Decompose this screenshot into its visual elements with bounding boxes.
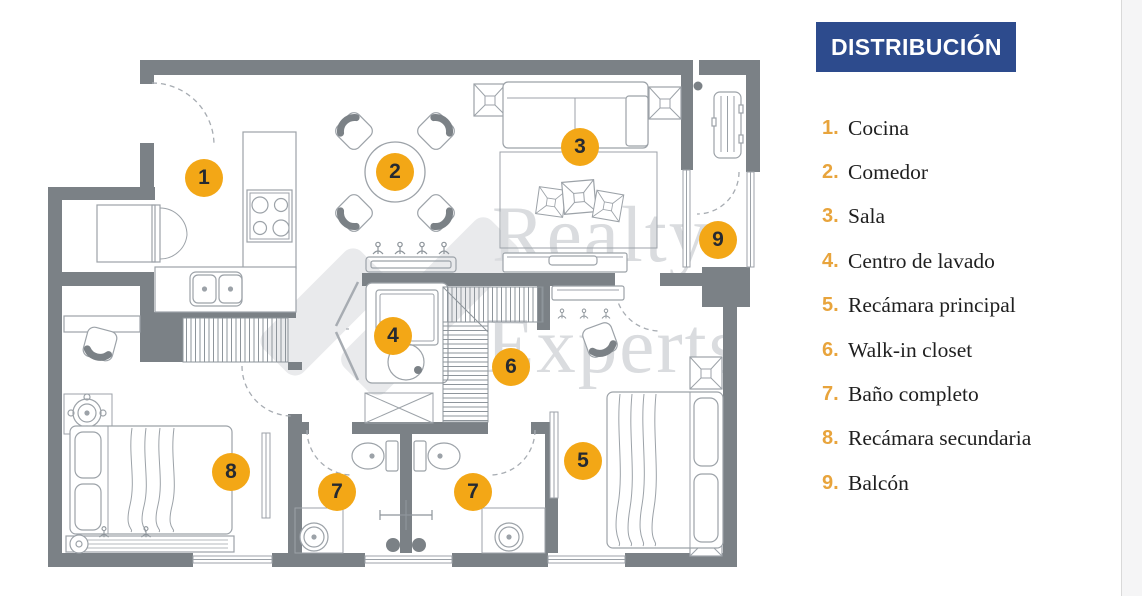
sink-right-icon — [481, 507, 546, 554]
room-marker-secundaria: 8 — [212, 453, 250, 491]
room-balcon-furniture — [711, 91, 744, 159]
walls — [48, 60, 760, 567]
room-sala-furniture — [473, 81, 682, 273]
bar-counter-icon — [365, 256, 457, 273]
room-marker-balcon: 9 — [699, 221, 737, 259]
room-marker-lavado: 4 — [374, 317, 412, 355]
sink-left-icon — [294, 507, 344, 554]
right-margin — [1122, 0, 1142, 596]
door-hinge-dot — [693, 81, 703, 91]
linen-closet-icon — [364, 392, 434, 424]
room-marker-principal: 5 — [564, 442, 602, 480]
toilet-right-icon — [413, 440, 461, 472]
legend-item-lavado: 4.Centro de lavado — [822, 248, 995, 273]
legend-title: DISTRIBUCIÓN — [816, 22, 1016, 72]
dresser-icon — [65, 526, 235, 554]
room-marker-sala: 3 — [561, 128, 599, 166]
legend-item-sala: 3.Sala — [822, 204, 886, 229]
room-marker-bano-der: 7 — [454, 473, 492, 511]
legend-item-comedor: 2.Comedor — [822, 160, 929, 185]
room-principal-furniture — [551, 285, 724, 557]
bed-secondary-icon — [69, 425, 233, 535]
bed-principal-icon — [606, 391, 724, 549]
legend-item-principal: 5.Recámara principal — [822, 293, 1016, 318]
legend-list: 1.Cocina 2.Comedor 3.Sala 4.Centro de la… — [822, 106, 1031, 506]
room-marker-bano-izq: 7 — [318, 473, 356, 511]
legend-item-balcon: 9.Balcón — [822, 470, 909, 495]
closet-hatch — [182, 317, 289, 363]
room-marker-walkin: 6 — [492, 348, 530, 386]
panel-divider — [1121, 0, 1122, 596]
vanity-icon — [551, 285, 625, 319]
legend-item-bano: 7.Baño completo — [822, 382, 979, 407]
door-arcs — [151, 82, 740, 476]
room-walkin-closet — [442, 286, 544, 423]
shower-fixtures-icon — [379, 500, 433, 552]
tv-console-icon — [502, 252, 628, 273]
bathrooms-furniture — [294, 440, 546, 554]
legend-item-cocina: 1.Cocina — [822, 115, 909, 140]
room-marker-comedor: 2 — [376, 153, 414, 191]
room-secundaria-furniture — [63, 315, 289, 554]
room-cocina-furniture — [96, 131, 297, 313]
kitchen-sink-counter — [154, 266, 297, 313]
ac-unit-icon — [711, 91, 744, 159]
stove-icon — [246, 189, 293, 243]
fridge-icon — [96, 204, 188, 263]
bifold-door — [334, 281, 360, 381]
legend-item-walkin: 6.Walk-in closet — [822, 337, 973, 362]
legend-item-secundaria: 8.Recámara secundaria — [822, 426, 1032, 451]
room-marker-cocina: 1 — [185, 159, 223, 197]
kitchen-sink-icon — [189, 271, 243, 307]
windows — [192, 169, 755, 564]
bar-stools — [372, 241, 450, 255]
toilet-left-icon — [351, 440, 399, 472]
